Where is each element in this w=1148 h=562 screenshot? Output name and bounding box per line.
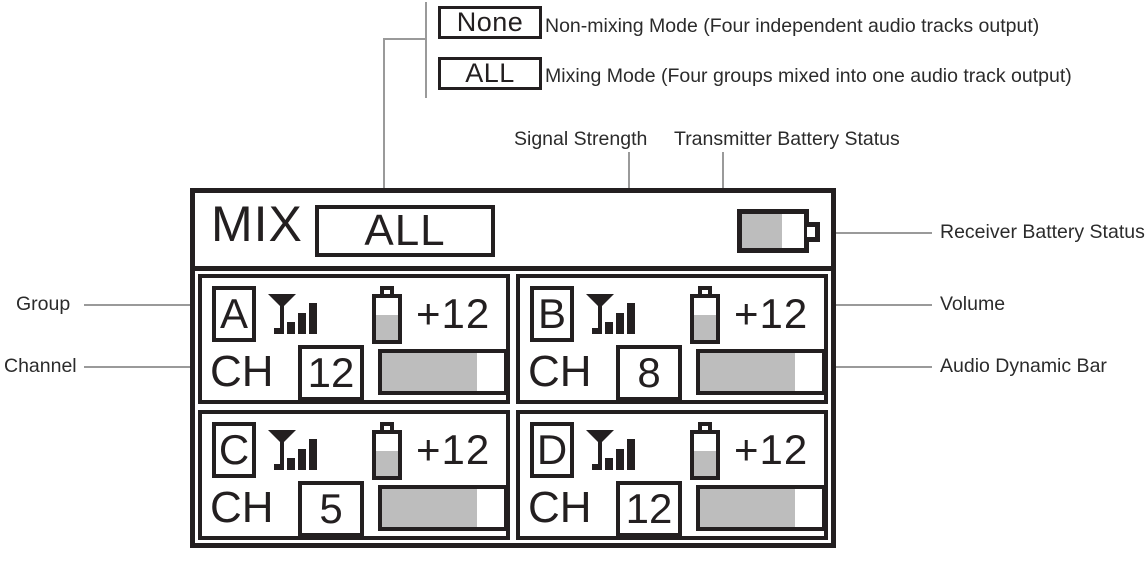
audio-dynamic-bar-fill-a xyxy=(382,353,478,391)
group-letter-d: D xyxy=(536,426,568,473)
ch-label-b: CH xyxy=(528,347,592,396)
mix-mode-value[interactable]: ALL xyxy=(315,205,495,257)
leader-receiver-battery xyxy=(820,232,932,234)
antenna-signal-icon xyxy=(266,424,324,476)
channel-panel-a-bottom: CH 12 xyxy=(202,339,508,401)
audio-dynamic-bar-c xyxy=(378,485,508,531)
channel-panel-a-top: A xyxy=(202,278,506,344)
transmitter-battery-fill-d xyxy=(694,450,716,476)
channel-number-box-c[interactable]: 5 xyxy=(298,481,364,537)
annotation-signal-strength: Signal Strength xyxy=(514,128,648,150)
channel-quadrant-grid: A xyxy=(195,271,831,543)
transmitter-battery-fill-b xyxy=(694,314,716,340)
channel-number-box-a[interactable]: 12 xyxy=(298,345,364,401)
antenna-signal-icon xyxy=(584,424,642,476)
volume-value-a: +12 xyxy=(416,290,491,337)
antenna-signal-icon xyxy=(584,288,642,340)
receiver-battery-fill xyxy=(742,214,783,248)
transmitter-battery-cap-c xyxy=(380,422,394,433)
leader-channel xyxy=(84,366,196,368)
transmitter-battery-cap-d xyxy=(698,422,712,433)
group-box-b: B xyxy=(530,286,574,342)
volume-value-b: +12 xyxy=(734,290,809,337)
leader-group xyxy=(84,304,196,306)
transmitter-battery-icon-d xyxy=(690,422,720,480)
channel-panel-d-top: D xyxy=(520,414,824,480)
transmitter-battery-body-c xyxy=(372,430,402,480)
annotation-audio-dynamic-bar: Audio Dynamic Bar xyxy=(940,355,1107,377)
transmitter-battery-fill-a xyxy=(376,314,398,340)
transmitter-battery-cap-a xyxy=(380,286,394,297)
transmitter-battery-icon-a xyxy=(372,286,402,344)
annotation-channel: Channel xyxy=(4,355,77,377)
group-letter-a: A xyxy=(219,290,248,337)
audio-dynamic-bar-a xyxy=(378,349,508,395)
mode-box-none: None xyxy=(438,6,542,39)
transmitter-battery-cap-b xyxy=(698,286,712,297)
legend-bracket-vertical xyxy=(425,2,427,98)
channel-number-box-d[interactable]: 12 xyxy=(616,481,682,537)
legend-bracket-drop xyxy=(383,38,385,198)
antenna-signal-icon xyxy=(266,288,324,340)
transmitter-battery-body-a xyxy=(372,294,402,344)
channel-panel-c[interactable]: C xyxy=(198,410,510,540)
leader-volume xyxy=(820,304,932,306)
group-letter-c: C xyxy=(218,426,250,473)
volume-value-d: +12 xyxy=(734,426,809,473)
group-box-a: A xyxy=(212,286,256,342)
audio-dynamic-bar-b xyxy=(696,349,826,395)
transmitter-battery-icon-c xyxy=(372,422,402,480)
audio-dynamic-bar-fill-b xyxy=(700,353,796,391)
annotation-volume: Volume xyxy=(940,293,1006,315)
channel-panel-a[interactable]: A xyxy=(198,274,510,404)
receiver-battery-terminal xyxy=(807,222,820,242)
audio-dynamic-bar-d xyxy=(696,485,826,531)
group-letter-b: B xyxy=(537,290,566,337)
mix-mode-value-text: ALL xyxy=(364,206,446,255)
annotation-transmitter-battery: Transmitter Battery Status xyxy=(674,128,900,150)
mode-box-all: ALL xyxy=(438,57,542,90)
transmitter-battery-body-b xyxy=(690,294,720,344)
transmitter-battery-icon-b xyxy=(690,286,720,344)
channel-panel-b-bottom: CH 8 xyxy=(520,339,826,401)
annotation-group: Group xyxy=(16,293,71,315)
ch-label-a: CH xyxy=(210,347,274,396)
leader-audio-dynamic-bar xyxy=(820,366,932,368)
volume-value-c: +12 xyxy=(416,426,491,473)
mix-label: MIX xyxy=(211,196,303,252)
channel-panel-b[interactable]: B xyxy=(516,274,828,404)
channel-number-a: 12 xyxy=(307,349,355,396)
channel-number-b: 8 xyxy=(637,349,661,396)
mode-code-none: None xyxy=(456,7,524,37)
group-box-d: D xyxy=(530,422,574,478)
channel-number-d: 12 xyxy=(625,485,673,532)
channel-panel-b-top: B xyxy=(520,278,824,344)
channel-panel-d-bottom: CH 12 xyxy=(520,475,826,537)
channel-number-c: 5 xyxy=(319,485,343,532)
mode-code-all: ALL xyxy=(465,58,515,88)
transmitter-battery-fill-c xyxy=(376,450,398,476)
receiver-lcd-screen: MIX ALL A xyxy=(190,188,836,548)
audio-dynamic-bar-fill-d xyxy=(700,489,796,527)
ch-label-d: CH xyxy=(528,483,592,532)
audio-dynamic-bar-fill-c xyxy=(382,489,478,527)
ch-label-c: CH xyxy=(210,483,274,532)
channel-panel-c-top: C xyxy=(202,414,506,480)
channel-number-box-b[interactable]: 8 xyxy=(616,345,682,401)
annotation-receiver-battery: Receiver Battery Status xyxy=(940,221,1145,243)
receiver-battery-icon xyxy=(737,209,820,253)
channel-panel-d[interactable]: D xyxy=(516,410,828,540)
channel-panel-c-bottom: CH 5 xyxy=(202,475,508,537)
transmitter-battery-body-d xyxy=(690,430,720,480)
mode-description-all: Mixing Mode (Four groups mixed into one … xyxy=(545,65,1072,87)
legend-bracket-horizontal xyxy=(383,38,426,40)
mode-description-none: Non-mixing Mode (Four independent audio … xyxy=(545,15,1040,37)
lcd-header-bar: MIX ALL xyxy=(195,193,831,271)
group-box-c: C xyxy=(212,422,256,478)
